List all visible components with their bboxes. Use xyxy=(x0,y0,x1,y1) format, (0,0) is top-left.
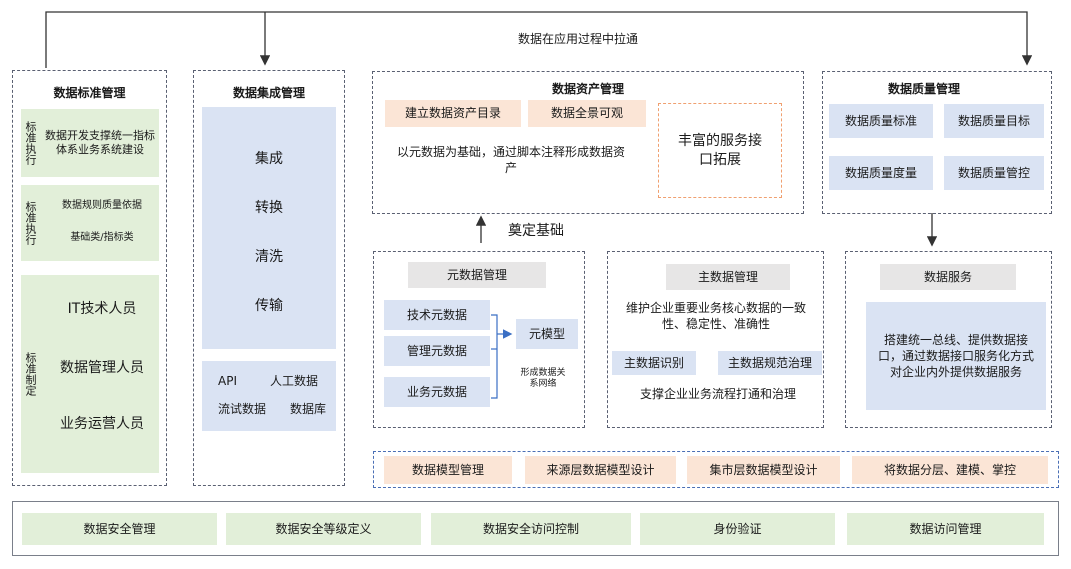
master-title: 主数据管理 xyxy=(666,264,790,290)
integration-source-database: 数据库 xyxy=(290,402,327,416)
metadata-title: 元数据管理 xyxy=(408,262,546,288)
quality-control: 数据质量管控 xyxy=(944,156,1044,190)
standards-row-3: 标准制定 IT技术人员 数据管理人员 业务运营人员 xyxy=(21,275,159,473)
standards-row-2-line-2: 基础类/指标类 xyxy=(70,232,134,243)
standards-row-2-label: 标准执行 xyxy=(24,201,38,245)
asset-tag-catalog: 建立数据资产目录 xyxy=(385,100,521,127)
service-description: 搭建统一总线、提供数据接口，通过数据接口服务化方式对企业内外提供数据服务 xyxy=(866,302,1046,410)
service-title: 数据服务 xyxy=(880,264,1016,290)
standards-title: 数据标准管理 xyxy=(53,86,126,100)
integration-panel: 数据集成管理 集成 转换 清洗 传输 API 人工数据 流试数据 数据库 xyxy=(193,70,345,486)
asset-description: 以元数据为基础，通过脚本注释形成数据资产 xyxy=(396,145,625,176)
standards-row-2: 标准执行 数据规则质量依据 基础类/指标类 xyxy=(21,185,159,261)
standards-row-1-label: 标准执行 xyxy=(24,121,38,165)
top-flow-arrow xyxy=(45,11,1033,68)
asset-title: 数据资产管理 xyxy=(551,82,624,96)
integration-source-stream: 流试数据 xyxy=(218,402,267,416)
integration-title: 数据集成管理 xyxy=(232,86,305,100)
foundation-label: 奠定基础 xyxy=(508,223,564,239)
integration-item-3: 清洗 xyxy=(255,249,283,265)
identity-verification: 身份验证 xyxy=(640,513,835,545)
security-level-definition: 数据安全等级定义 xyxy=(226,513,421,545)
metadata-network-note: 形成数据关系网络 xyxy=(520,368,566,390)
model-source-layer: 来源层数据模型设计 xyxy=(525,456,676,484)
quality-standard: 数据质量标准 xyxy=(829,104,933,138)
model-row-panel: 数据模型管理 来源层数据模型设计 集市层数据模型设计 将数据分层、建模、掌控 xyxy=(373,451,1059,488)
security-management: 数据安全管理 xyxy=(22,513,217,545)
top-flow-label: 数据在应用过程中拉通 xyxy=(518,32,639,46)
metadata-meta-model: 元模型 xyxy=(516,319,578,349)
metadata-technical: 技术元数据 xyxy=(384,300,490,330)
quality-target: 数据质量目标 xyxy=(944,104,1044,138)
security-row-panel: 数据安全管理 数据安全等级定义 数据安全访问控制 身份验证 数据访问管理 xyxy=(12,501,1059,556)
master-governance: 主数据规范治理 xyxy=(718,351,822,375)
model-layering: 将数据分层、建模、掌控 xyxy=(852,456,1048,484)
asset-panel: 数据资产管理 建立数据资产目录 数据全景可观 以元数据为基础，通过脚本注释形成数… xyxy=(372,71,804,214)
integration-source-manual: 人工数据 xyxy=(270,374,319,388)
integration-process-box: 集成 转换 清洗 传输 xyxy=(202,107,336,349)
asset-tag-panorama: 数据全景可观 xyxy=(528,100,646,127)
standards-row-2-line-1: 数据规则质量依据 xyxy=(62,200,142,211)
security-access-control: 数据安全访问控制 xyxy=(431,513,631,545)
metadata-management: 管理元数据 xyxy=(384,336,490,366)
standards-person-2: 数据管理人员 xyxy=(60,360,144,376)
quality-measure: 数据质量度量 xyxy=(829,156,933,190)
metadata-business: 业务元数据 xyxy=(384,377,490,407)
integration-source-api: API xyxy=(218,374,237,388)
standards-panel: 数据标准管理 标准执行 数据开发支撑统一指标体系业务系统建设 标准执行 数据规则… xyxy=(12,70,167,486)
model-mart-layer: 集市层数据模型设计 xyxy=(687,456,840,484)
metadata-bracket xyxy=(491,314,513,399)
metadata-panel: 元数据管理 技术元数据 管理元数据 业务元数据 元模型 形成数据关系网络 xyxy=(373,251,585,428)
standards-row-1: 标准执行 数据开发支撑统一指标体系业务系统建设 xyxy=(21,109,159,177)
integration-item-2: 转换 xyxy=(255,200,283,216)
master-panel: 主数据管理 维护企业重要业务核心数据的一致性、稳定性、准确性 主数据识别 主数据… xyxy=(607,251,824,428)
master-identify: 主数据识别 xyxy=(612,351,696,375)
standards-row-3-label: 标准制定 xyxy=(24,352,38,396)
quality-panel: 数据质量管理 数据质量标准 数据质量目标 数据质量度量 数据质量管控 xyxy=(822,71,1052,214)
master-description: 维护企业重要业务核心数据的一致性、稳定性、准确性 xyxy=(625,301,806,332)
integration-item-1: 集成 xyxy=(255,151,283,167)
standards-person-1: IT技术人员 xyxy=(67,301,137,317)
integration-sources-box: API 人工数据 流试数据 数据库 xyxy=(202,361,336,431)
service-panel: 数据服务 搭建统一总线、提供数据接口，通过数据接口服务化方式对企业内外提供数据服… xyxy=(845,251,1052,428)
standards-row-1-text: 数据开发支撑统一指标体系业务系统建设 xyxy=(45,128,155,156)
integration-item-4: 传输 xyxy=(255,298,283,314)
quality-title: 数据质量管理 xyxy=(887,82,960,96)
model-management: 数据模型管理 xyxy=(384,456,512,484)
asset-service-extension: 丰富的服务接口拓展 xyxy=(658,103,782,198)
data-access-management: 数据访问管理 xyxy=(847,513,1044,545)
standards-person-3: 业务运营人员 xyxy=(60,416,144,432)
master-bottom-text: 支撑企业业务流程打通和治理 xyxy=(639,387,796,401)
